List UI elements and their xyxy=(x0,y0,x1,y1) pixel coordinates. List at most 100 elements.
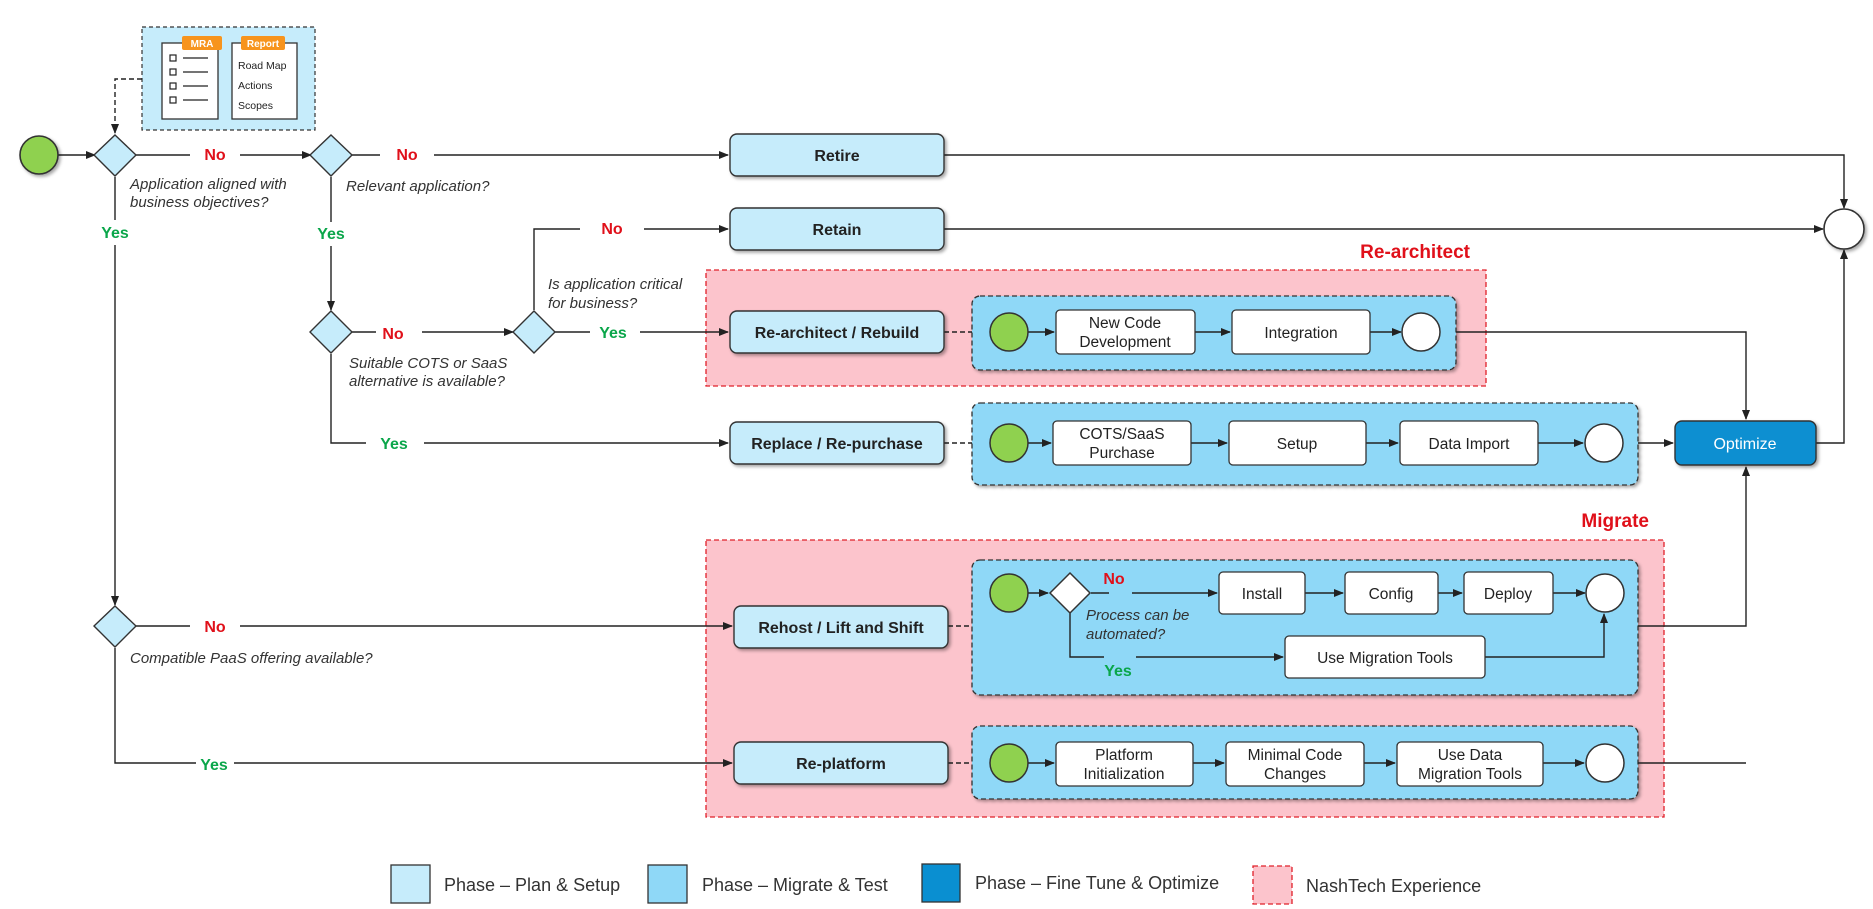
decision-paas xyxy=(92,605,138,648)
answer-yes: Yes xyxy=(317,226,345,243)
answer-yes: Yes xyxy=(599,325,627,342)
decision-diamonds xyxy=(92,134,556,648)
step-migration-tools[interactable]: Use Migration Tools xyxy=(1284,635,1486,679)
connectors xyxy=(57,78,1848,767)
step-install[interactable]: Install xyxy=(1218,571,1306,615)
report-tab-label: Report xyxy=(247,39,280,50)
step-label: Migration Tools xyxy=(1418,766,1522,783)
strategy-label: Re-architect / Rebuild xyxy=(755,325,919,342)
step-label: Setup xyxy=(1277,436,1318,453)
answer-no: No xyxy=(601,221,623,238)
legend-migrate-label: Phase – Migrate & Test xyxy=(702,875,888,895)
legend-swatch-plan xyxy=(390,864,431,904)
optimize-label: Optimize xyxy=(1713,436,1776,453)
subprocess-end xyxy=(1401,312,1441,352)
step-label: Purchase xyxy=(1089,445,1154,462)
legend-swatch-migrate xyxy=(647,864,688,904)
step-label: Development xyxy=(1079,334,1171,351)
legend-swatch-nashtech xyxy=(1252,865,1293,905)
answer-yes: Yes xyxy=(200,757,228,774)
legend-plan-label: Phase – Plan & Setup xyxy=(444,875,620,895)
end-event xyxy=(1823,208,1865,250)
subprocess-end xyxy=(1584,423,1624,463)
question-cots: alternative is available? xyxy=(349,373,506,390)
step-label: Minimal Code xyxy=(1248,747,1343,764)
step-config[interactable]: Config xyxy=(1344,571,1439,615)
question-paas: Compatible PaaS offering available? xyxy=(130,650,373,667)
mra-report-icon: MRA Report Road Map Actions Scopes xyxy=(141,26,316,131)
step-setup[interactable]: Setup xyxy=(1228,420,1367,466)
subprocess-end xyxy=(1585,573,1625,613)
question-automated: automated? xyxy=(1086,626,1166,643)
step-label: Use Data xyxy=(1438,747,1503,764)
strategy-retain[interactable]: Retain xyxy=(729,207,945,251)
report-item: Scopes xyxy=(238,100,273,112)
subprocess-start xyxy=(989,312,1029,352)
start-event xyxy=(19,135,59,175)
step-label: Install xyxy=(1242,586,1283,603)
legend-optimize-label: Phase – Fine Tune & Optimize xyxy=(975,873,1219,893)
legend-nashtech-label: NashTech Experience xyxy=(1306,876,1481,896)
decision-relevant xyxy=(308,134,354,177)
step-integration[interactable]: Integration xyxy=(1231,309,1371,355)
subprocess-end xyxy=(1585,743,1625,783)
step-new-code[interactable]: New Code Development xyxy=(1055,309,1196,355)
strategy-label: Retain xyxy=(813,222,862,239)
step-platform-init[interactable]: Platform Initialization xyxy=(1055,741,1194,787)
step-label: Data Import xyxy=(1429,436,1511,453)
strategy-retire[interactable]: Retire xyxy=(729,133,945,177)
decision-cots xyxy=(309,310,353,354)
strategy-rearchitect[interactable]: Re-architect / Rebuild xyxy=(729,310,945,354)
answer-yes: Yes xyxy=(1104,663,1132,680)
report-item: Actions xyxy=(238,80,272,92)
question-aligned: business objectives? xyxy=(130,194,269,211)
subprocess-start xyxy=(989,743,1029,783)
question-critical: Is application critical xyxy=(548,276,683,293)
rearchitect-region-label: Re-architect xyxy=(1360,242,1470,263)
answer-yes: Yes xyxy=(101,225,129,242)
decision-aligned xyxy=(92,134,138,177)
strategy-rehost[interactable]: Rehost / Lift and Shift xyxy=(733,605,949,649)
legend-swatch-optimize xyxy=(921,863,961,903)
decision-critical xyxy=(512,310,556,354)
mra-tab-label: MRA xyxy=(191,39,214,50)
strategy-label: Rehost / Lift and Shift xyxy=(758,620,924,637)
answer-no: No xyxy=(382,326,404,343)
subprocess-start xyxy=(989,423,1029,463)
answer-no: No xyxy=(396,147,418,164)
answer-no: No xyxy=(1103,571,1125,588)
question-critical: for business? xyxy=(548,295,638,312)
question-cots: Suitable COTS or SaaS xyxy=(349,355,507,372)
answer-yes: Yes xyxy=(380,436,408,453)
step-label: Deploy xyxy=(1484,586,1532,603)
step-label: Integration xyxy=(1264,325,1337,342)
step-data-import[interactable]: Data Import xyxy=(1399,420,1539,466)
strategy-replatform[interactable]: Re-platform xyxy=(733,741,949,785)
strategy-label: Re-platform xyxy=(796,756,886,773)
question-relevant: Relevant application? xyxy=(346,178,490,195)
step-label: Platform xyxy=(1095,747,1153,764)
step-label: Initialization xyxy=(1084,766,1165,783)
step-label: New Code xyxy=(1089,315,1161,332)
decision-automated xyxy=(1048,571,1092,615)
question-automated: Process can be xyxy=(1086,607,1189,624)
answer-no: No xyxy=(204,619,226,636)
strategy-replace[interactable]: Replace / Re-purchase xyxy=(729,421,945,465)
step-data-migration-tools[interactable]: Use Data Migration Tools xyxy=(1396,741,1544,787)
answer-no: No xyxy=(204,147,226,164)
step-cots-purchase[interactable]: COTS/SaaS Purchase xyxy=(1052,420,1192,466)
step-minimal-code[interactable]: Minimal Code Changes xyxy=(1225,741,1365,787)
step-label: COTS/SaaS xyxy=(1079,426,1164,443)
report-item: Road Map xyxy=(238,60,287,72)
strategy-label: Retire xyxy=(814,148,859,165)
migrate-region-label: Migrate xyxy=(1581,511,1649,532)
question-aligned: Application aligned with xyxy=(129,176,287,193)
legend: Phase – Plan & Setup Phase – Migrate & T… xyxy=(390,863,1481,905)
step-label: Config xyxy=(1369,586,1414,603)
optimize-step[interactable]: Optimize xyxy=(1674,420,1817,466)
step-label: Use Migration Tools xyxy=(1317,650,1453,667)
step-label: Changes xyxy=(1264,766,1326,783)
subprocess-start xyxy=(989,573,1029,613)
step-deploy[interactable]: Deploy xyxy=(1463,571,1554,615)
